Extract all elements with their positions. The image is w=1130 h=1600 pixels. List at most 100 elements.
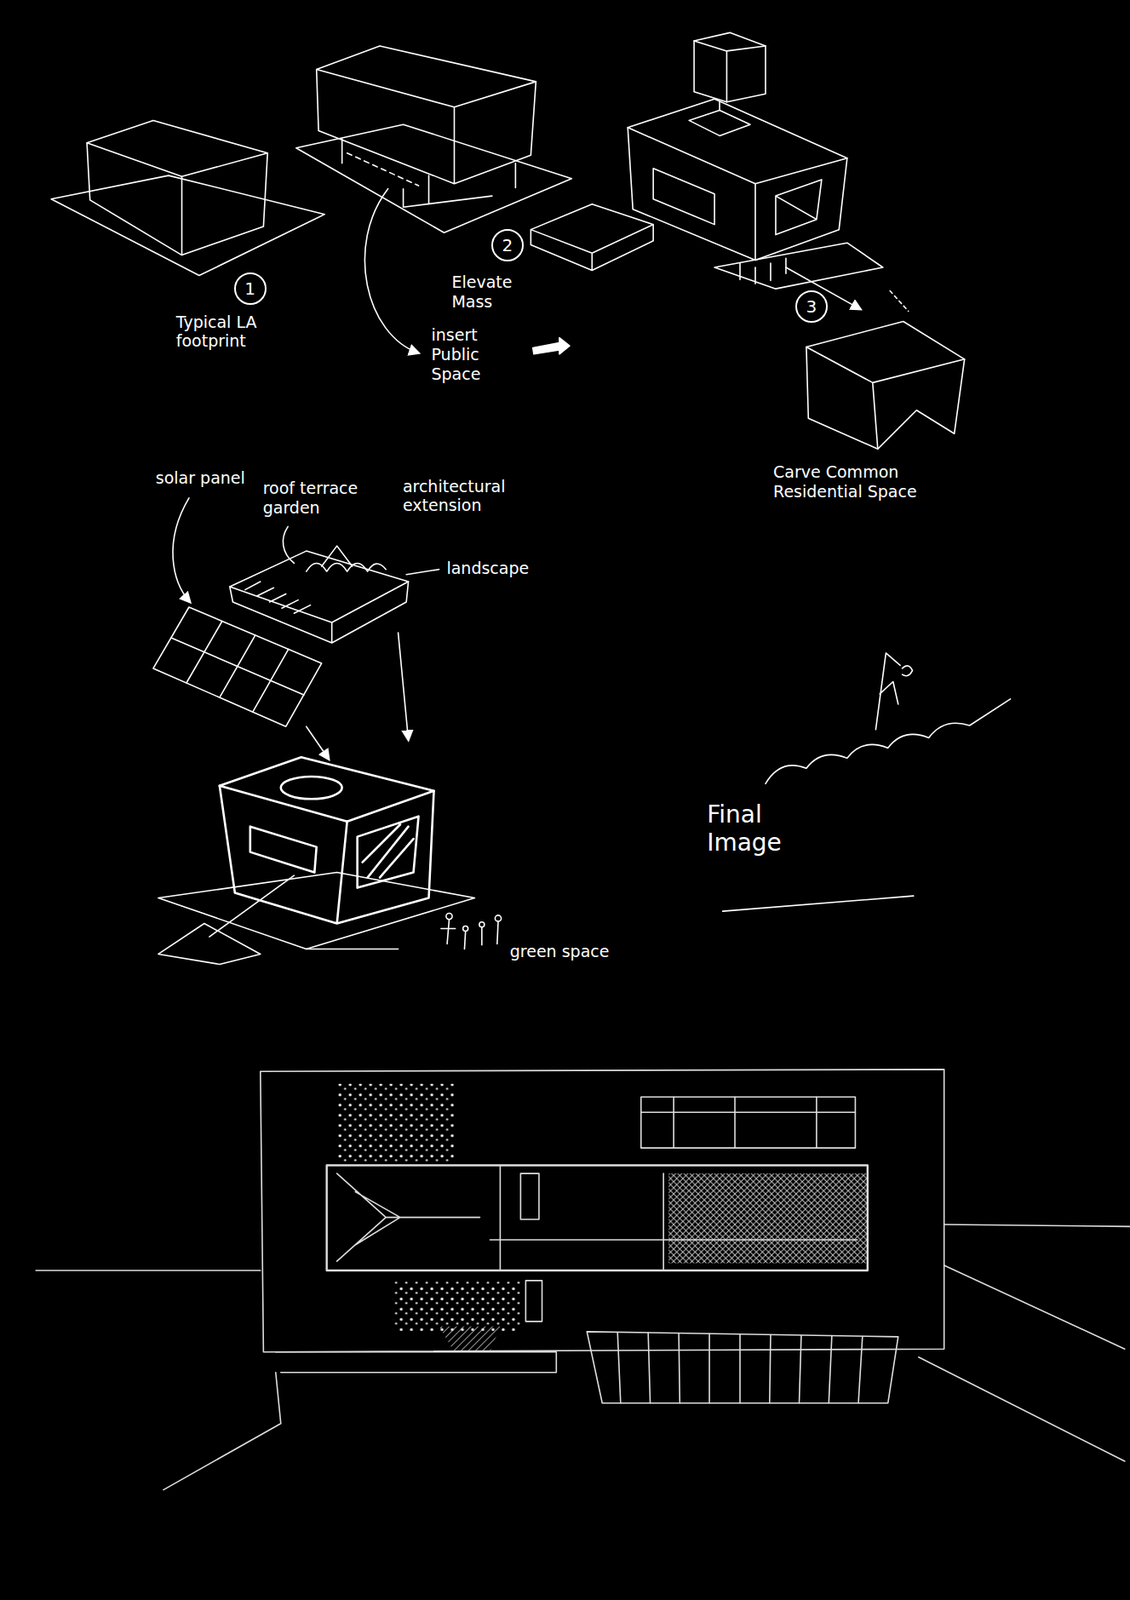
site-plan: [35, 1069, 1130, 1491]
elevated-mass-stroke: [533, 338, 570, 355]
solar-panel-stroke: [153, 607, 322, 727]
site-plan-stroke: [662, 1173, 665, 1271]
roof-terrace-stroke: [229, 581, 409, 643]
site-plinth: [158, 872, 475, 965]
sketch-title: Final Image: [704, 799, 802, 859]
carved-mass-stroke: [806, 346, 965, 449]
site-plan-stroke: [489, 1165, 857, 1271]
solar-panel-stroke: [172, 498, 190, 603]
site-plan-stroke: [525, 1280, 542, 1322]
elevated-mass-stroke: [316, 68, 537, 184]
site-plinth-stroke: [306, 948, 399, 951]
elevated-mass-stroke: [364, 189, 419, 354]
building-model-stroke: [219, 757, 435, 821]
step-caption: Elevate Mass: [448, 271, 551, 313]
final-image-sketch-stroke: [875, 653, 901, 730]
people-figures-stroke: [441, 919, 456, 945]
roof-terrace-stroke: [398, 632, 409, 740]
site-plan-stroke: [337, 1173, 481, 1262]
component-label: roof terrace garden: [260, 477, 384, 519]
carved-mass-stroke: [806, 321, 965, 449]
people-figures-stroke: [497, 921, 499, 944]
site-plan-stroke: [163, 1372, 282, 1491]
step-number: 2: [491, 229, 524, 262]
carved-mass-stroke: [739, 258, 786, 284]
solar-panel-stroke: [171, 620, 305, 712]
building-model: [219, 757, 435, 924]
site-plinth-stroke: [158, 923, 261, 964]
carved-mass-stroke: [775, 179, 822, 236]
site-plan-stroke: [439, 1326, 501, 1353]
people-figures-stroke: [481, 927, 483, 945]
people-figures: [441, 913, 502, 950]
footprint-mass-stroke: [86, 143, 268, 256]
site-plan-stroke: [617, 1332, 863, 1404]
building-model-stroke: [357, 816, 419, 889]
site-plan-stroke: [918, 1357, 1125, 1462]
site-plan-stroke: [586, 1331, 898, 1404]
step-caption: insert Public Space: [428, 324, 522, 385]
elevated-mass-stroke: [296, 124, 573, 233]
site-plan-stroke: [520, 1173, 540, 1220]
people-figures-stroke: [464, 931, 465, 949]
final-image-sketch: [722, 653, 1011, 912]
carved-mass-stroke: [627, 127, 848, 261]
site-plan-stroke: [275, 1352, 557, 1373]
building-model-stroke: [219, 785, 435, 924]
roof-terrace-stroke: [306, 562, 386, 572]
solar-panel: [153, 498, 329, 760]
roof-terrace-stroke: [321, 545, 353, 567]
building-model-stroke: [250, 826, 317, 873]
final-image-sketch-stroke: [765, 699, 1011, 784]
elevated-mass: [296, 45, 573, 355]
people-figures-stroke: [479, 922, 485, 928]
component-label: landscape: [443, 557, 532, 580]
carved-mass-stroke: [530, 204, 654, 271]
people-figures-stroke: [494, 915, 501, 922]
step-caption: Carve Common Residential Space: [770, 461, 950, 503]
final-image-sketch-stroke: [902, 665, 913, 677]
component-label: architectural extension: [400, 476, 528, 517]
carved-mass-stroke: [688, 109, 751, 136]
building-model-stroke: [281, 776, 343, 799]
final-image-sketch-stroke: [722, 895, 914, 912]
roof-terrace: [229, 526, 440, 740]
site-plan-stroke: [668, 1173, 868, 1263]
footprint-mass-stroke: [86, 120, 268, 177]
component-label: solar panel: [153, 467, 248, 489]
people-figures-stroke: [463, 925, 469, 931]
people-figures-stroke: [446, 913, 453, 920]
elevated-mass-stroke: [316, 45, 537, 108]
step-number: 1: [234, 272, 267, 305]
site-plan-stroke: [944, 1224, 1130, 1227]
solar-panel-stroke: [306, 726, 329, 759]
carved-mass-stroke: [714, 242, 884, 289]
carved-mass-stroke: [694, 40, 766, 103]
site-plinth-stroke: [209, 875, 294, 937]
roof-terrace-stroke: [282, 526, 294, 563]
site-plan-stroke: [641, 1096, 856, 1148]
step-caption: Typical LA footprint: [173, 311, 302, 353]
carved-mass-stroke: [718, 102, 721, 111]
elevated-mass-stroke: [342, 138, 517, 207]
roof-terrace-stroke: [406, 569, 439, 575]
site-plan-stroke: [326, 1165, 868, 1271]
site-plan-stroke: [337, 1084, 455, 1164]
site-plan-stroke: [260, 1069, 945, 1353]
carved-mass: [530, 32, 964, 449]
carved-mass-stroke: [653, 168, 715, 225]
site-plan-stroke: [393, 1280, 522, 1332]
elevated-mass-stroke: [347, 153, 419, 186]
carved-mass-stroke: [694, 32, 766, 102]
component-label: green space: [507, 940, 613, 963]
footprint-mass-stroke: [51, 175, 325, 276]
roof-terrace-stroke: [245, 581, 311, 614]
footprint-mass: [51, 120, 325, 276]
site-plan-stroke: [641, 1096, 856, 1148]
site-plan-stroke: [35, 1269, 261, 1272]
site-plan-stroke: [944, 1265, 1125, 1349]
step-number: 3: [795, 290, 828, 323]
site-plinth-stroke: [158, 872, 475, 950]
